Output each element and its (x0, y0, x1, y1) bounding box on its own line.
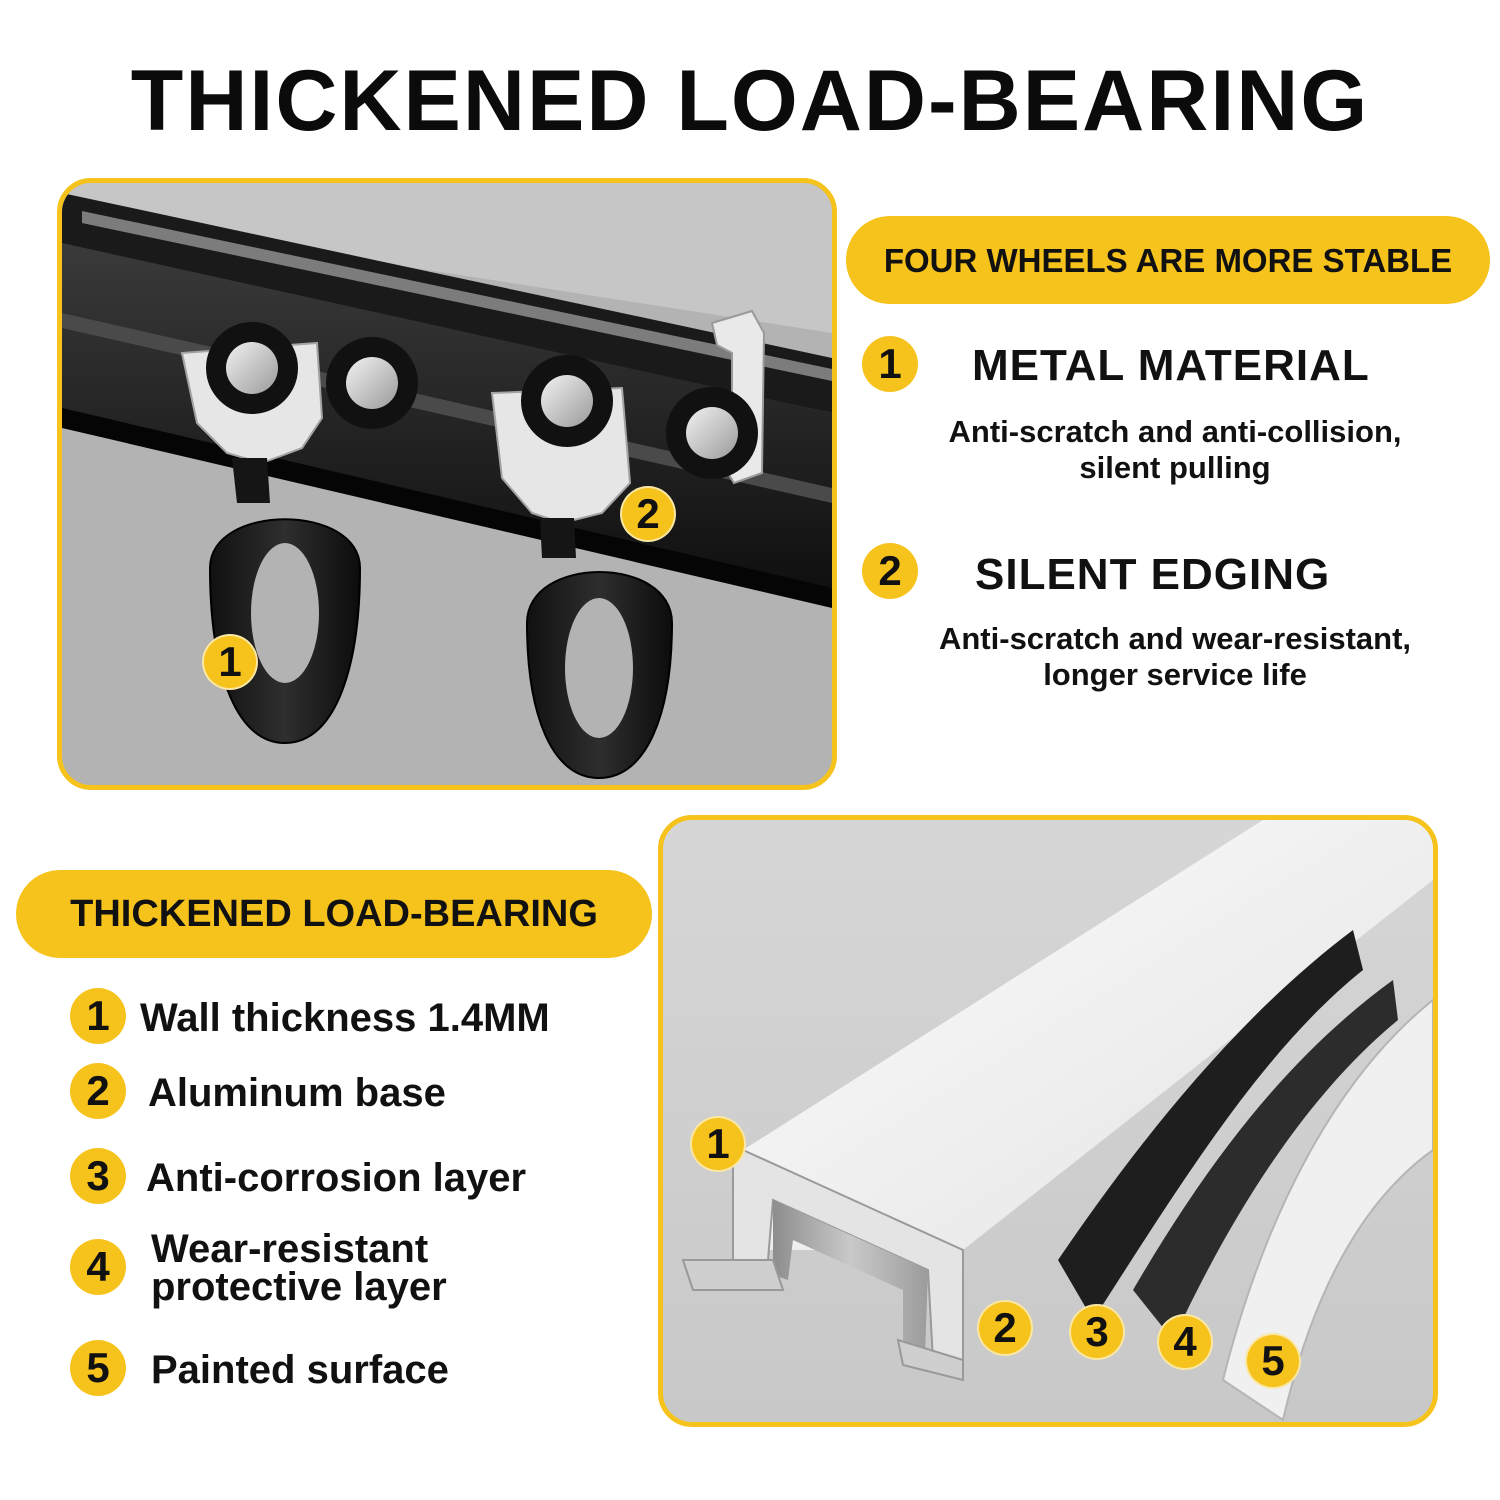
rail-cross-section-image (658, 815, 1438, 1427)
layer-sheet-black-2 (1133, 980, 1398, 1340)
section-marker-2: 2 (977, 1300, 1033, 1356)
thickened-load-bearing-pill: THICKENED LOAD-BEARING (16, 870, 652, 958)
rail-white-top (743, 820, 1433, 1250)
layer-sheet-black-1 (1058, 930, 1363, 1320)
four-wheels-pill: FOUR WHEELS ARE MORE STABLE (846, 216, 1490, 304)
roller-carriage-2 (490, 355, 758, 780)
layer-label-painted-surface: Painted surface (151, 1348, 449, 1392)
layer-sheet-white (1221, 998, 1433, 1422)
marker-badge-2: 2 (620, 486, 676, 542)
rail-profile-inner (773, 1200, 928, 1355)
layer-label-wall-thickness: Wall thickness 1.4MM (140, 996, 550, 1040)
roller-carriage-1 (180, 322, 418, 745)
layer-label-wear-resistant-line1: Wear-resistant (151, 1227, 429, 1271)
feature-description-2: Anti-scratch and wear-resistant, longer … (870, 621, 1480, 693)
feature-heading-silent-edging: SILENT EDGING (975, 550, 1331, 599)
section-marker-3: 3 (1069, 1304, 1125, 1360)
layer-number-2: 2 (70, 1063, 126, 1119)
roller-track-illustration (62, 183, 832, 780)
layer-label-aluminum-base: Aluminum base (148, 1071, 446, 1115)
rail-bottom-flange (896, 1338, 964, 1382)
layer-label-wear-resistant-line2: protective layer (151, 1265, 447, 1309)
section-marker-4: 4 (1157, 1314, 1213, 1370)
feature-description-2-line1: Anti-scratch and wear-resistant, (938, 621, 1412, 656)
layer-number-5: 5 (70, 1340, 126, 1396)
feature-description-1: Anti-scratch and anti-collision, silent … (870, 414, 1480, 486)
feature-description-1-line2: silent pulling (1079, 450, 1271, 485)
roller-track-image (57, 178, 837, 790)
page-title: THICKENED LOAD-BEARING (130, 53, 1370, 149)
rail-top-face (62, 183, 832, 333)
section-marker-1: 1 (690, 1116, 746, 1172)
rail-cross-section-illustration (681, 820, 1433, 1422)
layer-number-3: 3 (70, 1148, 126, 1204)
feature-number-2: 2 (862, 543, 918, 599)
layer-number-4: 4 (70, 1239, 126, 1295)
feature-number-1: 1 (862, 336, 918, 392)
marker-badge-1: 1 (202, 634, 258, 690)
layer-label-wear-resistant: Wear-resistant protective layer (151, 1227, 447, 1309)
layer-label-anti-corrosion: Anti-corrosion layer (146, 1156, 527, 1200)
feature-heading-metal-material: METAL MATERIAL (972, 341, 1370, 390)
layer-number-1: 1 (70, 988, 126, 1044)
section-marker-5: 5 (1245, 1333, 1301, 1389)
feature-description-2-line2: longer service life (1043, 657, 1307, 692)
rail-left-flange (681, 1259, 785, 1291)
feature-description-1-line1: Anti-scratch and anti-collision, (948, 414, 1402, 449)
